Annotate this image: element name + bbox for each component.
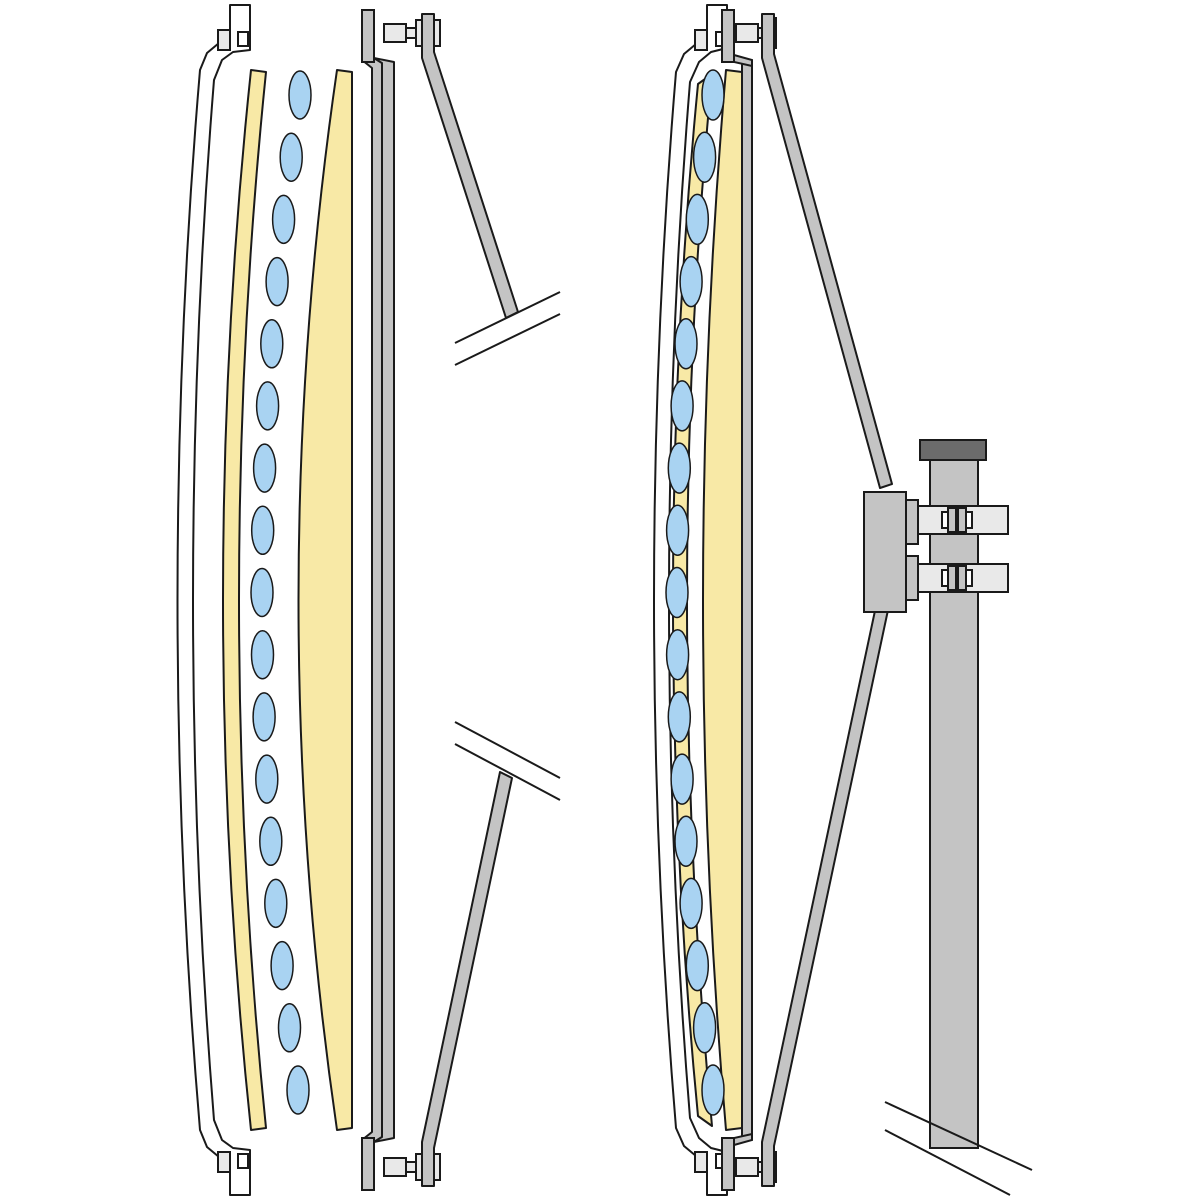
bead <box>286 1065 310 1115</box>
support-arm-bottom-assembled <box>761 605 889 1187</box>
bead <box>665 628 690 681</box>
bead <box>701 1064 725 1116</box>
bead <box>288 70 312 120</box>
backplate-assembled <box>741 61 753 1139</box>
support-arm-top-assembled <box>761 13 893 489</box>
bead <box>685 939 710 992</box>
support-arm-bottom <box>421 771 513 1187</box>
bead <box>252 692 276 742</box>
bead <box>265 256 289 307</box>
pole <box>929 457 979 1149</box>
bead-column <box>250 70 312 1115</box>
bead <box>685 193 710 246</box>
bead <box>250 567 274 618</box>
bead <box>260 319 284 369</box>
pipe-break-top <box>454 291 561 366</box>
bead <box>250 505 275 556</box>
shell-clip-top <box>217 29 231 51</box>
pole-cap <box>919 439 987 461</box>
support-arm-top <box>421 13 519 319</box>
pipe-break-bottom <box>454 721 561 801</box>
bead <box>279 132 303 182</box>
pole-clamp-upper <box>917 505 1009 535</box>
bead <box>679 877 703 930</box>
bead-column-assembled <box>665 69 725 1116</box>
bead <box>667 442 692 494</box>
bead <box>250 629 275 680</box>
bead <box>670 753 694 805</box>
bead <box>665 566 689 619</box>
mirror-shell-assembled <box>653 4 728 1196</box>
bead <box>264 878 288 929</box>
bead <box>665 504 690 557</box>
bead <box>271 194 296 245</box>
shell-clip-bottom <box>217 1151 231 1173</box>
exploded-view <box>176 4 561 1196</box>
bead <box>255 754 279 804</box>
bead <box>670 380 694 432</box>
ground-pipe <box>884 1101 1033 1196</box>
insulation-wedge <box>297 69 353 1131</box>
bead <box>674 815 698 868</box>
bead <box>255 381 280 431</box>
bead <box>692 1002 717 1054</box>
bead <box>270 940 294 991</box>
bead <box>674 318 698 370</box>
bead <box>679 255 703 308</box>
bead <box>701 69 725 121</box>
bead <box>667 691 692 743</box>
mirror-shell <box>176 4 251 1196</box>
pole-clamp-lower <box>917 563 1009 593</box>
insulation-strip-thin <box>222 69 267 1131</box>
bead <box>259 816 283 867</box>
bead <box>252 443 277 493</box>
mounting-block <box>863 491 907 613</box>
assembled-view <box>653 4 1033 1196</box>
bead <box>277 1003 302 1053</box>
backplate <box>361 9 383 1191</box>
insulation-wedge-assembled <box>702 69 743 1131</box>
bead <box>692 131 717 183</box>
